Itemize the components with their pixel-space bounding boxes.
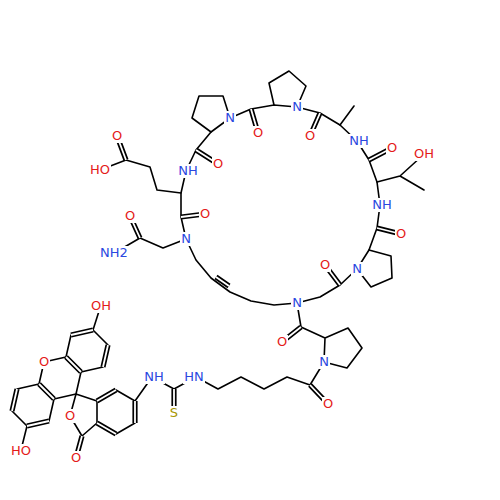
atom-label: O	[64, 409, 76, 423]
atom-label: O	[322, 397, 334, 411]
atom-label: N	[224, 111, 236, 125]
atom-label: N	[291, 296, 303, 310]
atom-label: HN	[183, 370, 205, 384]
atom-label: NH	[348, 134, 370, 148]
atom-label: O	[111, 129, 123, 143]
atom-label: HO	[89, 163, 111, 177]
atom-label: OH	[90, 299, 112, 313]
atom-label: N	[318, 355, 330, 369]
atom-label: O	[276, 335, 288, 349]
atom-label: O	[124, 209, 136, 223]
double-bond-outer	[12, 109, 401, 458]
atom-label: O	[38, 355, 50, 369]
atom-label: OH	[413, 147, 435, 161]
atom-label: N	[291, 100, 303, 114]
atom-label: O	[199, 207, 211, 221]
atom-label: N	[180, 232, 192, 246]
atom-label: NH	[371, 198, 393, 212]
atom-label: NH	[143, 370, 165, 384]
atom-label: O	[319, 258, 331, 272]
atom-label: N	[351, 262, 363, 276]
atom-label: O	[70, 451, 82, 465]
atom-label: O	[386, 141, 398, 155]
single-bonds	[12, 71, 424, 450]
atom-label: O	[395, 227, 407, 241]
double-bond-gap	[12, 109, 401, 458]
atom-label: NH	[177, 164, 199, 178]
atom-label: O	[212, 157, 224, 171]
atom-label: NH2	[99, 246, 129, 260]
atom-label: O	[252, 126, 264, 140]
atom-label: HO	[10, 444, 32, 458]
atom-label: S	[169, 406, 179, 420]
atom-label: O	[304, 129, 316, 143]
